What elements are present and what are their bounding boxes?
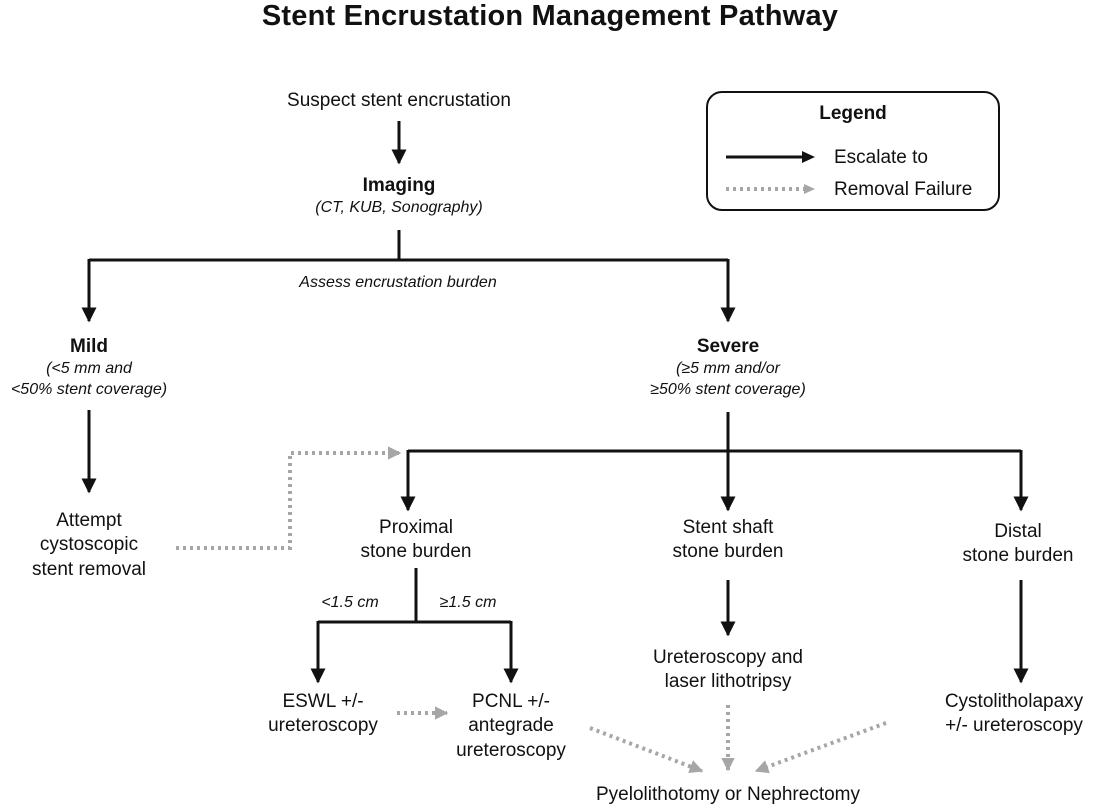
- legend-title: Legend: [819, 103, 887, 124]
- failure-arrow-attempt-to-proximal: [176, 446, 402, 550]
- node-severe-subtitle-1: (≥5 mm and/or: [676, 360, 780, 378]
- node-pcnl-line-1: PCNL +/-: [472, 691, 550, 712]
- node-shaft-line-2: stone burden: [672, 541, 784, 563]
- page-title: Stent Encrustation Management Pathway: [261, 0, 839, 32]
- node-ureteroscopy: Ureteroscopy and laser lithotripsy: [628, 646, 828, 695]
- node-shaft-line-1: Stent shaft: [682, 517, 774, 538]
- node-attempt-removal: Attempt cystoscopic stent removal: [9, 509, 169, 582]
- node-distal-line-2: stone burden: [962, 545, 1074, 567]
- node-pcnl-line-3: ureteroscopy: [456, 739, 566, 761]
- node-severe: Severe (≥5 mm and/or ≥50% stent coverage…: [608, 335, 848, 401]
- node-suspect: Suspect stent encrustation: [249, 89, 549, 113]
- legend-box: Legend Escalate to Removal Failure: [706, 91, 1000, 211]
- label-lt-1-5cm: <1.5 cm: [321, 594, 379, 611]
- node-cystolitholapaxy-line-2: +/- ureteroscopy: [945, 715, 1083, 737]
- node-pcnl-line-2: antegrade: [468, 715, 554, 737]
- node-cystolitholapaxy: Cystolitholapaxy +/- ureteroscopy: [928, 690, 1100, 739]
- node-severe-title: Severe: [696, 336, 760, 357]
- label-assess-burden: Assess encrustation burden: [299, 274, 497, 291]
- node-suspect-text: Suspect stent encrustation: [287, 90, 511, 111]
- node-imaging: Imaging (CT, KUB, Sonography): [249, 174, 549, 219]
- node-proximal: Proximal stone burden: [330, 516, 502, 565]
- node-attempt-line-2: cystoscopic: [39, 534, 139, 556]
- legend-failure-label: Removal Failure: [834, 179, 973, 200]
- node-eswl-line-2: ureteroscopy: [268, 715, 378, 737]
- node-imaging-title: Imaging: [362, 175, 436, 196]
- node-pyelolithotomy-text: Pyelolithotomy or Nephrectomy: [596, 784, 860, 805]
- node-distal: Distal stone burden: [936, 520, 1100, 569]
- node-pcnl: PCNL +/- antegrade ureteroscopy: [436, 690, 586, 763]
- node-imaging-subtitle: (CT, KUB, Sonography): [315, 199, 483, 217]
- node-attempt-line-1: Attempt: [56, 510, 122, 531]
- node-shaft: Stent shaft stone burden: [638, 516, 818, 565]
- node-mild: Mild (<5 mm and <50% stent coverage): [0, 335, 178, 401]
- node-severe-subtitle-2: ≥50% stent coverage): [650, 381, 806, 399]
- node-mild-title: Mild: [70, 336, 108, 357]
- node-attempt-line-3: stent removal: [31, 558, 147, 580]
- node-proximal-line-1: Proximal: [379, 517, 453, 538]
- node-distal-line-1: Distal: [994, 521, 1042, 542]
- failure-arrow-pcnl-to-pyelolithotomy: [589, 726, 704, 773]
- node-eswl: ESWL +/- ureteroscopy: [248, 690, 398, 739]
- legend-dotted-arrow-icon: [726, 184, 815, 194]
- node-eswl-line-1: ESWL +/-: [282, 691, 364, 712]
- legend-escalate-label: Escalate to: [834, 147, 928, 168]
- node-ureteroscopy-line-2: laser lithotripsy: [664, 671, 792, 693]
- node-proximal-line-2: stone burden: [360, 541, 472, 563]
- failure-arrow-cystolitholapaxy-to-pyelolithotomy: [754, 721, 887, 774]
- node-mild-subtitle-1: (<5 mm and: [46, 360, 132, 378]
- label-ge-1-5cm: ≥1.5 cm: [439, 594, 497, 611]
- node-cystolitholapaxy-line-1: Cystolitholapaxy: [944, 691, 1084, 712]
- node-pyelolithotomy: Pyelolithotomy or Nephrectomy: [548, 783, 908, 807]
- legend-solid-arrow-icon: [726, 151, 815, 163]
- node-ureteroscopy-line-1: Ureteroscopy and: [653, 647, 803, 668]
- node-mild-subtitle-2: <50% stent coverage): [10, 381, 168, 399]
